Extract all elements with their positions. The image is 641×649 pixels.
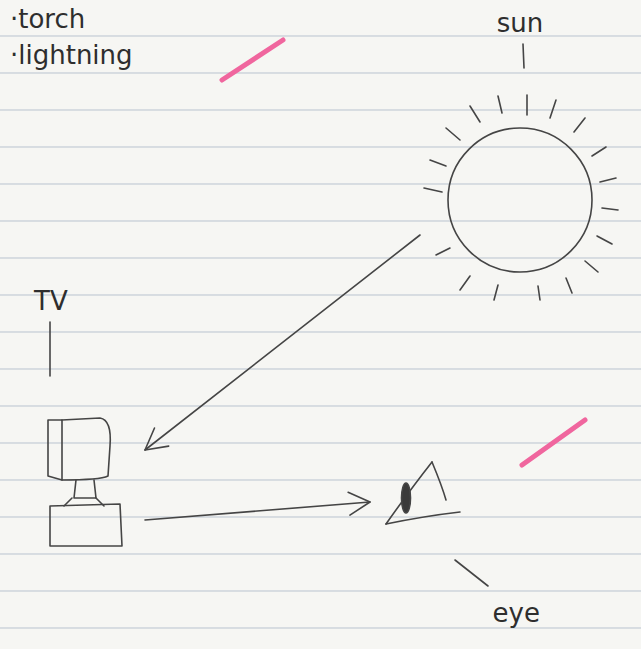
arrow-head: [348, 492, 370, 515]
drawing-node: sun: [420, 4, 620, 304]
arrow-line: [145, 235, 420, 450]
node-label: eye: [493, 598, 540, 628]
arrow-head: [145, 428, 169, 450]
drawing-node: TV: [20, 282, 145, 550]
arrow-line: [145, 502, 370, 520]
eye-drawing: [386, 462, 488, 586]
sun-drawing: [424, 44, 618, 300]
arrow-connector: [145, 235, 420, 450]
note-text: ·lightning: [10, 40, 133, 70]
note-text: ·torch: [10, 4, 85, 34]
node-label: sun: [497, 8, 544, 38]
ruled-lines: [0, 36, 641, 628]
tick-marks: [222, 40, 585, 465]
tv-drawing: [48, 322, 122, 546]
node-label: TV: [34, 286, 68, 316]
arrow-connector: [145, 492, 370, 520]
drawing-node: eye: [370, 455, 570, 640]
